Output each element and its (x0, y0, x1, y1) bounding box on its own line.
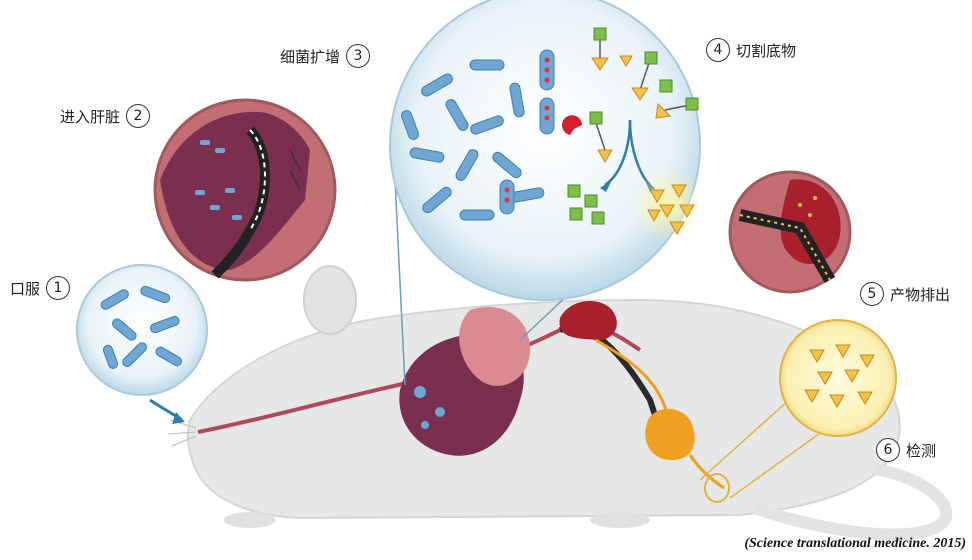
step-4-label: 4 切割底物 (706, 38, 796, 62)
step-label-text: 产物排出 (890, 284, 950, 305)
step-number-badge: 6 (876, 438, 900, 462)
detection-circle (780, 320, 896, 436)
step-number-badge: 2 (126, 104, 150, 128)
step-number-badge: 4 (706, 38, 730, 62)
step-number-badge: 3 (346, 44, 370, 68)
step-label-text: 切割底物 (736, 40, 796, 61)
step-number-badge: 5 (860, 282, 884, 306)
step-label-text: 进入肝脏 (60, 106, 120, 127)
step-1-label: 口服 1 (10, 276, 70, 300)
step-2-label: 进入肝脏 2 (60, 104, 150, 128)
step-5-label: 5 产物排出 (860, 282, 950, 306)
citation: (Science translational medicine. 2015) (744, 536, 966, 552)
oral-bacteria-circle (77, 265, 207, 424)
step-6-label: 6 检测 (876, 438, 936, 462)
step-label-text: 细菌扩增 (280, 46, 340, 67)
step-3-label: 细菌扩增 3 (280, 44, 370, 68)
step-label-text: 口服 (10, 278, 40, 299)
step-label-text: 检测 (906, 440, 936, 461)
kidney-circle (730, 172, 850, 292)
liver-entry-circle (155, 100, 335, 280)
amplification-circle (390, 0, 704, 300)
step-number-badge: 1 (46, 276, 70, 300)
